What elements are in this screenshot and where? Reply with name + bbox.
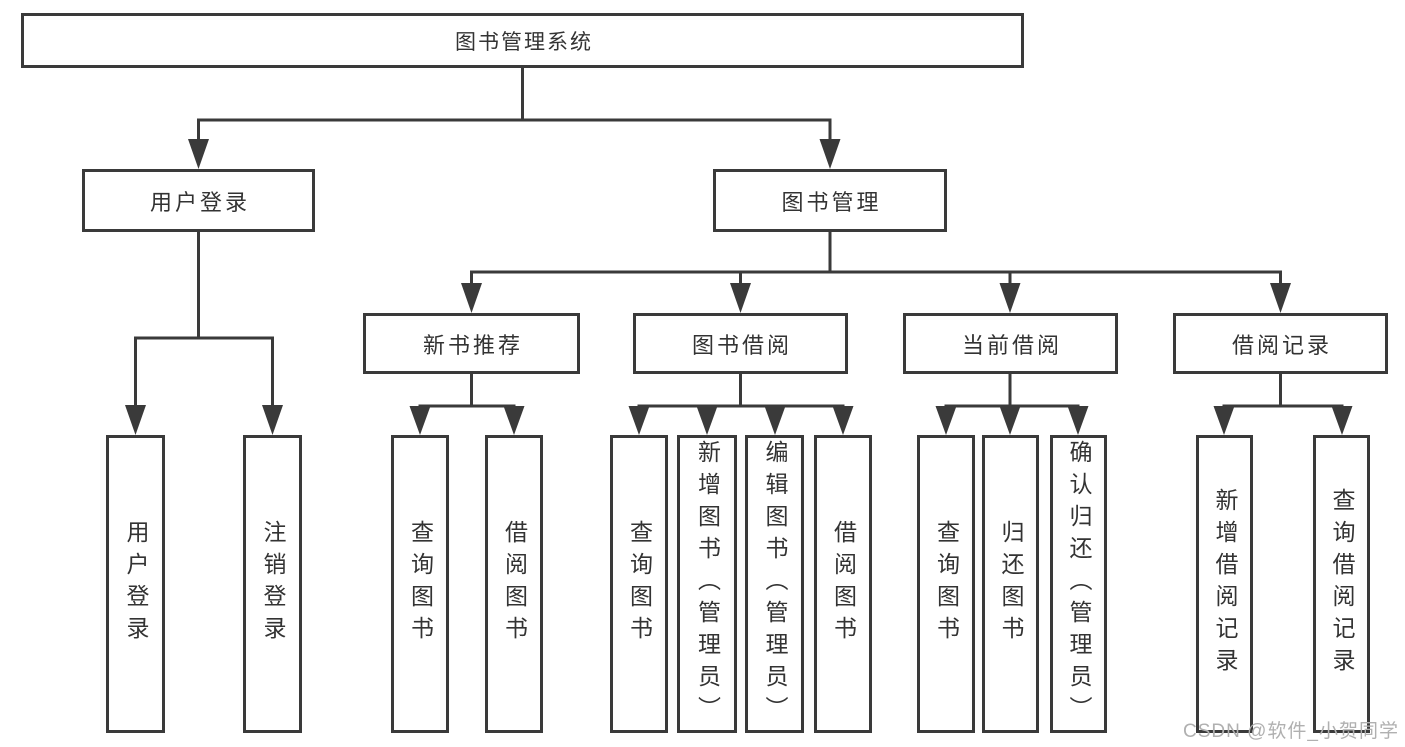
node-leaf-edit-book-admin: 编辑图书（管理员） [745,435,804,733]
node-leaf-add-borrow-record-label: 新增借阅记录 [1212,488,1238,680]
connector-current-borrow-children [935,374,1089,435]
node-leaf-confirm-return-admin: 确认归还（管理员） [1050,435,1107,733]
connector-new-book-children [409,374,525,435]
node-leaf-edit-book-admin-label: 编辑图书（管理员） [762,440,788,728]
connector-root-to-level2 [188,68,841,169]
node-leaf-query-book-borrow-label: 查询图书 [626,520,653,648]
node-book-management: 图书管理 [713,169,947,232]
node-leaf-confirm-return-admin-label: 确认归还（管理员） [1066,440,1092,728]
node-leaf-return-book: 归还图书 [982,435,1039,733]
node-leaf-query-book-current-label: 查询图书 [933,520,960,648]
connector-user-login-children [125,232,283,435]
node-user-login: 用户登录 [82,169,315,232]
node-root: 图书管理系统 [21,13,1024,68]
node-leaf-add-book-admin-label: 新增图书（管理员） [694,440,721,728]
node-leaf-query-book-borrow: 查询图书 [610,435,668,733]
node-leaf-add-borrow-record: 新增借阅记录 [1196,435,1253,733]
node-leaf-logout: 注销登录 [243,435,302,733]
connector-book-borrow-children [628,374,854,435]
node-leaf-borrow-book: 借阅图书 [814,435,872,733]
node-leaf-user-login-label: 用户登录 [123,520,149,648]
node-leaf-return-book-label: 归还图书 [998,520,1024,648]
node-leaf-query-borrow-record: 查询借阅记录 [1313,435,1370,733]
node-current-borrow: 当前借阅 [903,313,1118,374]
node-leaf-borrow-book-recommend-label: 借阅图书 [501,520,528,648]
node-leaf-query-book-recommend: 查询图书 [391,435,449,733]
connector-borrow-record-children [1213,374,1353,435]
node-leaf-logout-label: 注销登录 [260,520,286,648]
node-leaf-borrow-book-label: 借阅图书 [830,520,857,648]
node-book-borrow: 图书借阅 [633,313,848,374]
node-leaf-query-borrow-record-label: 查询借阅记录 [1329,488,1355,680]
node-leaf-add-book-admin: 新增图书（管理员） [677,435,737,733]
node-new-book-recommend: 新书推荐 [363,313,580,374]
node-leaf-user-login: 用户登录 [106,435,165,733]
csdn-watermark: CSDN @软件_小贺同学 [1183,721,1399,742]
node-leaf-query-book-current: 查询图书 [917,435,975,733]
connector-book-management-children [461,232,1291,313]
node-leaf-borrow-book-recommend: 借阅图书 [485,435,543,733]
node-leaf-query-book-recommend-label: 查询图书 [407,520,434,648]
node-borrow-records: 借阅记录 [1173,313,1388,374]
